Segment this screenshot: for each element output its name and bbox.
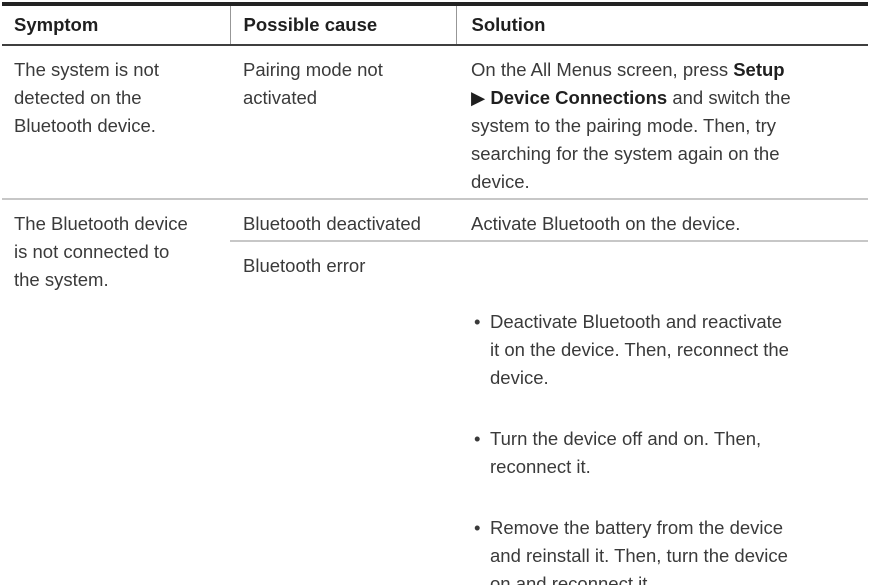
bullet-icon: • (474, 311, 481, 332)
bullet-text: Remove the battery from the device and r… (490, 517, 788, 585)
bullet-icon: • (474, 517, 481, 538)
list-item: • Turn the device off and on. Then, reco… (474, 425, 854, 481)
possible-cause-cell: Bluetooth error (243, 255, 366, 276)
solution-cell: On the All Menus screen, press Setup ▶ D… (456, 45, 868, 200)
solution-bullet-list: • Deactivate Bluetooth and reactivate it… (471, 280, 854, 585)
header-possible-cause: Possible cause (229, 4, 456, 46)
possible-cause-cell: Bluetooth deactivated (230, 199, 456, 242)
possible-cause-cell: Pairing mode not activated (230, 45, 456, 200)
table-row: The system is not detected on the Blueto… (2, 45, 868, 200)
bullet-icon: • (474, 428, 481, 449)
symptom-cell: The Bluetooth device is not connected to… (2, 199, 230, 585)
table-header-row: Symptom Possible cause Solution (2, 4, 868, 46)
symptom-cell: The system is not detected on the Blueto… (2, 45, 230, 200)
solution-cell: • Deactivate Bluetooth and reactivate it… (456, 241, 868, 585)
header-solution: Solution (455, 4, 868, 46)
bullet-text: Turn the device off and on. Then, reconn… (490, 428, 762, 477)
table-row: Bluetooth error • Deactivate Bluetooth a… (2, 241, 868, 585)
table-row: The Bluetooth device is not connected to… (2, 199, 868, 585)
header-symptom: Symptom (2, 4, 230, 46)
list-item: • Remove the battery from the device and… (474, 514, 854, 585)
solution-cell: Activate Bluetooth on the device. (456, 199, 868, 242)
bullet-text: Deactivate Bluetooth and reactivate it o… (490, 311, 789, 388)
list-item: • Deactivate Bluetooth and reactivate it… (474, 308, 854, 392)
